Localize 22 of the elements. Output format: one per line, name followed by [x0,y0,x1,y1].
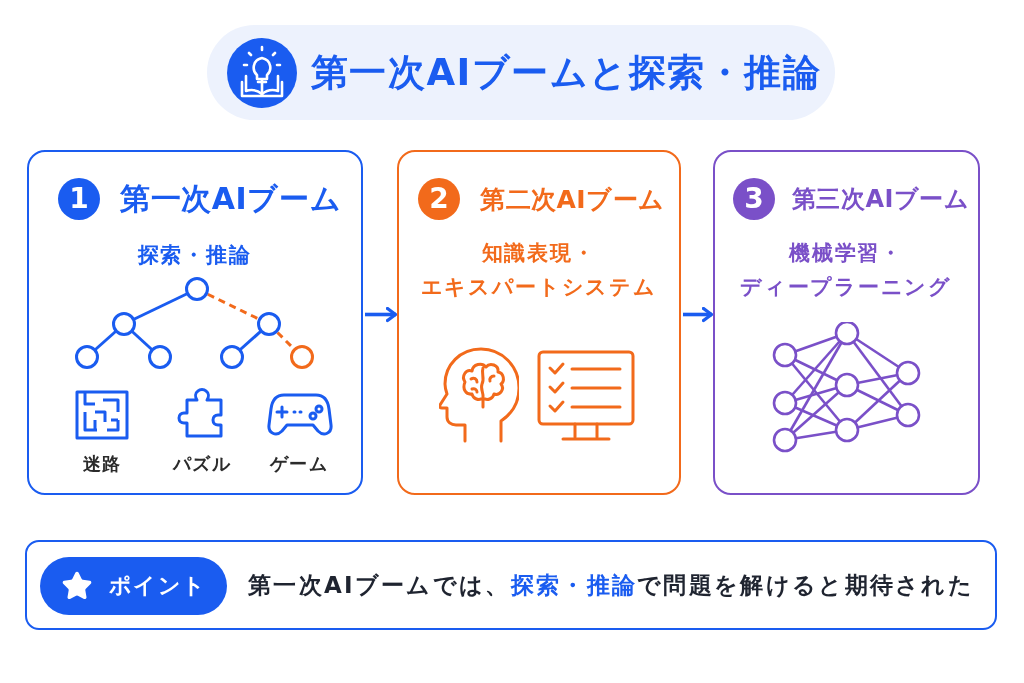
point-sentence: 第一次AIブームでは、探索・推論で問題を解けると期待された [248,570,975,600]
page-title: 第一次AIブームと探索・推論 [311,54,822,91]
stage-heading: 第一次AIブーム [120,180,342,218]
icon-caption: 迷路 [81,452,123,476]
stage-panel [27,150,363,495]
icon-caption: パズル [171,452,233,476]
point-panel [25,540,997,630]
step-number-badge: 1 [58,178,100,220]
stage-subtitle: 知識表現・エキスパートシステム [419,240,658,301]
icon-caption: ゲーム [268,452,330,476]
stage-heading: 第二次AIブーム [480,183,665,216]
point-pill [40,557,227,615]
stage-subtitle: 探索・推論 [136,242,253,269]
stage-subtitle: 機械学習・ディープラーニング [739,240,953,301]
step-number-badge: 3 [733,178,775,220]
point-label: ポイント [109,575,207,597]
stage-heading: 第三次AIブーム [792,184,970,215]
step-number-badge: 2 [418,178,460,220]
arrow [365,306,398,323]
arrow [683,306,714,323]
stage-panel [397,150,681,495]
stage-panel [713,150,980,495]
